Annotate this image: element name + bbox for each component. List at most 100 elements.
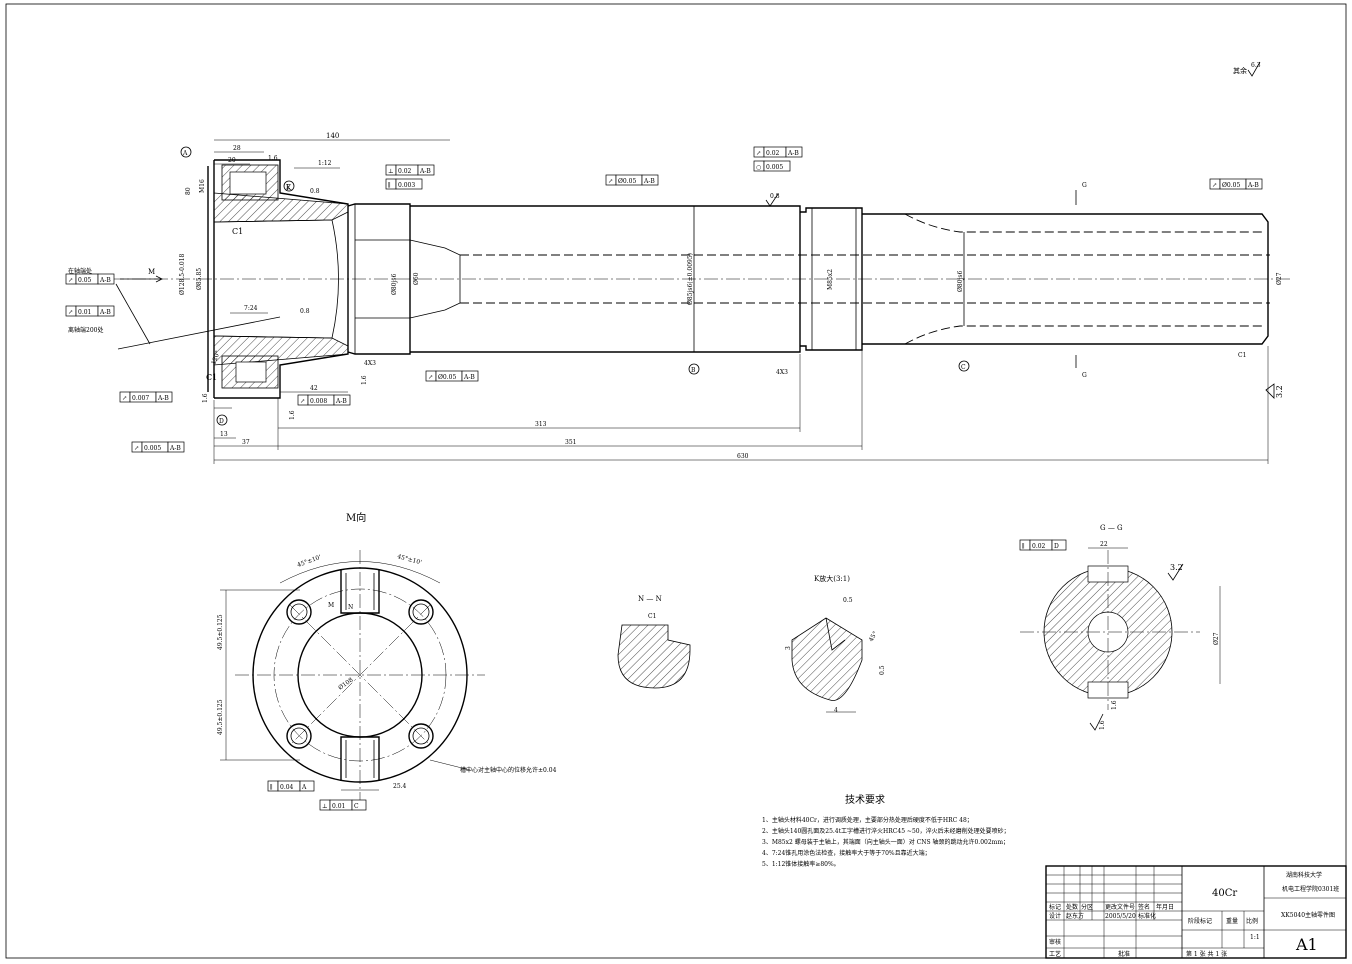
g-label-top: G	[1082, 182, 1087, 189]
svg-text:G — G: G — G	[1100, 524, 1123, 532]
svg-text:120°: 120°	[210, 350, 222, 366]
svg-text:D: D	[219, 418, 224, 425]
svg-text:E: E	[286, 184, 290, 191]
tolerance-frame-cell: 0.01	[332, 803, 345, 810]
tolerance-frame-f14: ⊥ 0.01 C	[319, 799, 367, 811]
svg-text:4X3: 4X3	[776, 369, 788, 376]
svg-text:A: A	[182, 150, 188, 157]
tolerance-frame-cell: ∥	[270, 784, 273, 791]
tolerance-frame-f2: ∥ 0.003	[385, 178, 423, 190]
tolerance-frame-cell: 0.008	[310, 398, 327, 405]
tolerance-frame-cell: ∥	[388, 182, 391, 189]
roughness-label: 其余	[1233, 66, 1247, 75]
tolerance-frame-cell: ⊥	[388, 168, 394, 175]
svg-text:C1: C1	[1238, 352, 1246, 359]
tolerance-frame-cell: 0.02	[398, 168, 412, 175]
svg-text:赵东方: 赵东方	[1066, 912, 1084, 920]
svg-text:K放大(3:1): K放大(3:1)	[814, 574, 850, 583]
svg-text:4X3: 4X3	[364, 360, 376, 367]
tolerance-frame-cell: 0.05	[78, 277, 92, 284]
svg-text:B: B	[691, 367, 696, 374]
svg-text:0.8: 0.8	[300, 308, 310, 315]
tolerance-frame-cell: A-B	[157, 395, 169, 402]
tolerance-frame-cell: A-B	[169, 445, 181, 452]
svg-text:M85x2: M85x2	[827, 269, 834, 290]
svg-text:1.6: 1.6	[268, 155, 278, 162]
svg-text:Ø27: Ø27	[1276, 272, 1283, 285]
svg-text:25.4: 25.4	[393, 783, 407, 790]
tolerance-frame-cell: ↗	[428, 374, 433, 381]
tolerance-frame-cell: 0.02	[766, 150, 780, 157]
svg-text:22: 22	[1100, 541, 1108, 548]
g-label-bottom: G	[1082, 372, 1087, 379]
svg-text:比例: 比例	[1246, 917, 1258, 925]
svg-text:140: 140	[326, 132, 339, 140]
svg-text:3: 3	[785, 646, 792, 650]
svg-text:Ø80js6: Ø80js6	[391, 274, 398, 295]
tolerance-frame-cell: 0.007	[132, 395, 149, 402]
svg-text:1.6: 1.6	[1111, 700, 1118, 710]
svg-text:3.2: 3.2	[1170, 563, 1183, 572]
tolerance-frame-cell: 0.005	[144, 445, 161, 452]
svg-text:Ø128.5-0.018: Ø128.5-0.018	[179, 254, 186, 295]
tolerance-frame-cell: ↗	[608, 178, 613, 185]
bottom-slot	[340, 736, 380, 781]
bolt-holes	[286, 599, 434, 749]
tolerance-frame-f5: ○0.005	[753, 160, 791, 172]
svg-text:5、1:12锥体接触率≥80%。: 5、1:12锥体接触率≥80%。	[762, 860, 840, 868]
svg-text:Ø85js6(±0.0095): Ø85js6(±0.0095)	[687, 253, 694, 305]
svg-text:M: M	[148, 268, 155, 276]
svg-text:M: M	[328, 602, 334, 609]
tolerance-frame-cell: C	[354, 803, 359, 810]
tolerance-frame-f10: ↗ 0.007 A-B	[119, 391, 173, 403]
svg-text:3、M85x2 螺母装于主轴上，其端面（向主轴头一面）对: 3、M85x2 螺母装于主轴上，其端面（向主轴头一面）对 CNS 轴颈的跳动允许…	[762, 838, 1009, 846]
g-g-section: G — G 22 Ø27 3.2 1.6 1.6	[1020, 524, 1221, 731]
tolerance-frame-cell: 0.02	[1032, 543, 1046, 550]
sheet-size: A1	[1295, 935, 1318, 954]
svg-text:1:12: 1:12	[318, 160, 332, 167]
tolerance-frame-cell: A	[301, 784, 307, 791]
svg-text:42: 42	[310, 385, 318, 392]
slot-offset-note: 槽中心对主轴中心的位移允许±0.04	[460, 766, 557, 774]
svg-text:3.2: 3.2	[1275, 385, 1284, 398]
svg-text:1.6: 1.6	[202, 393, 209, 403]
tolerance-frame-cell: ↗	[134, 445, 139, 452]
svg-text:0.5: 0.5	[843, 597, 853, 604]
svg-text:签名: 签名	[1138, 903, 1150, 911]
spindle-main-view: G G A B C D E 140 28 20 1.6 1:12 K M16 8…	[68, 132, 1290, 464]
svg-text:设计: 设计	[1049, 912, 1061, 920]
datum-a-circle	[180, 146, 192, 158]
tolerance-frame-cell: ⊥	[322, 803, 328, 810]
svg-text:351: 351	[565, 439, 576, 446]
tolerance-frame-cell: 0.003	[398, 182, 415, 189]
svg-text:Ø60: Ø60	[413, 272, 420, 285]
datum-c-circle	[958, 360, 970, 372]
sheet-border	[5, 3, 1347, 959]
svg-text:N: N	[348, 604, 353, 611]
technical-requirements: 技术要求 1、主轴头材料40Cr，进行调质处理，主要部分热处理后硬度不低于HRC…	[762, 793, 1010, 868]
tolerance-frame-cell: ↗	[122, 395, 127, 402]
tolerance-frame-cell: 0.01	[78, 309, 91, 316]
svg-text:1.6: 1.6	[361, 375, 368, 385]
roughness-value: 6.3	[1251, 62, 1261, 69]
svg-text:阶段标记: 阶段标记	[1188, 917, 1212, 925]
svg-text:28: 28	[233, 145, 241, 152]
tolerance-frame-cell: A-B	[99, 309, 111, 316]
svg-text:分区: 分区	[1081, 903, 1093, 911]
svg-text:标准化: 标准化	[1138, 912, 1156, 920]
svg-text:630: 630	[737, 453, 749, 460]
svg-text:313: 313	[535, 421, 547, 428]
svg-text:2、主轴头140圆孔面及25.4t工字槽进行淬火HRC45: 2、主轴头140圆孔面及25.4t工字槽进行淬火HRC45 ~50，淬火后未经磨…	[762, 827, 1010, 835]
svg-text:K: K	[286, 184, 292, 192]
svg-text:Ø80js6: Ø80js6	[957, 271, 964, 292]
svg-text:审核: 审核	[1049, 938, 1061, 946]
tolerance-frame-cell: Ø0.05	[1222, 182, 1240, 189]
svg-text:0.8: 0.8	[310, 188, 320, 195]
svg-text:1.6: 1.6	[1099, 720, 1106, 730]
